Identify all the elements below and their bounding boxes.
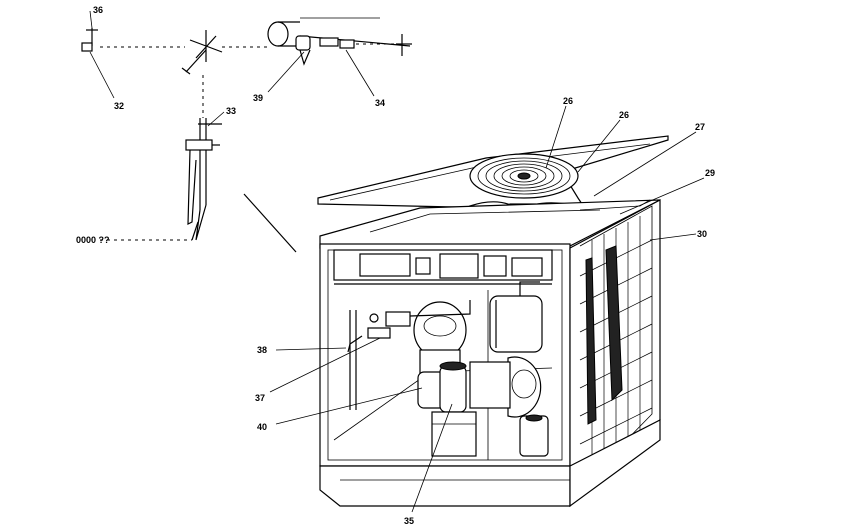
label-38: 38 xyxy=(257,345,267,355)
pipes-and-valves xyxy=(347,281,540,353)
label-33: 33 xyxy=(226,106,236,116)
condenser-coil xyxy=(569,199,661,502)
svg-text:0000 ??: 0000 ?? xyxy=(76,235,110,245)
label-32: 32 xyxy=(114,101,124,111)
start-capacitor xyxy=(431,361,477,457)
service-valve-part: 0000 ?? xyxy=(76,75,222,245)
label-30: 30 xyxy=(697,229,707,239)
flare-fitting-part xyxy=(181,30,268,75)
valve-core-part xyxy=(81,28,185,52)
fan-motor xyxy=(469,295,549,457)
label-34: 34 xyxy=(375,98,385,108)
tube-fitting-part xyxy=(267,17,412,66)
label-35: 35 xyxy=(404,516,414,526)
label-40: 40 xyxy=(257,422,267,432)
label-39: 39 xyxy=(253,93,263,103)
label-37: 37 xyxy=(255,393,265,403)
fan-guard xyxy=(469,153,579,199)
label-26-a: 26 xyxy=(563,96,573,106)
label-26-b: 26 xyxy=(619,110,629,120)
label-36: 36 xyxy=(93,5,103,15)
label-29: 29 xyxy=(705,168,715,178)
condensing-unit xyxy=(317,135,669,508)
label-27: 27 xyxy=(695,122,705,132)
valve-assembly-exploded: 0000 ?? xyxy=(76,17,412,245)
